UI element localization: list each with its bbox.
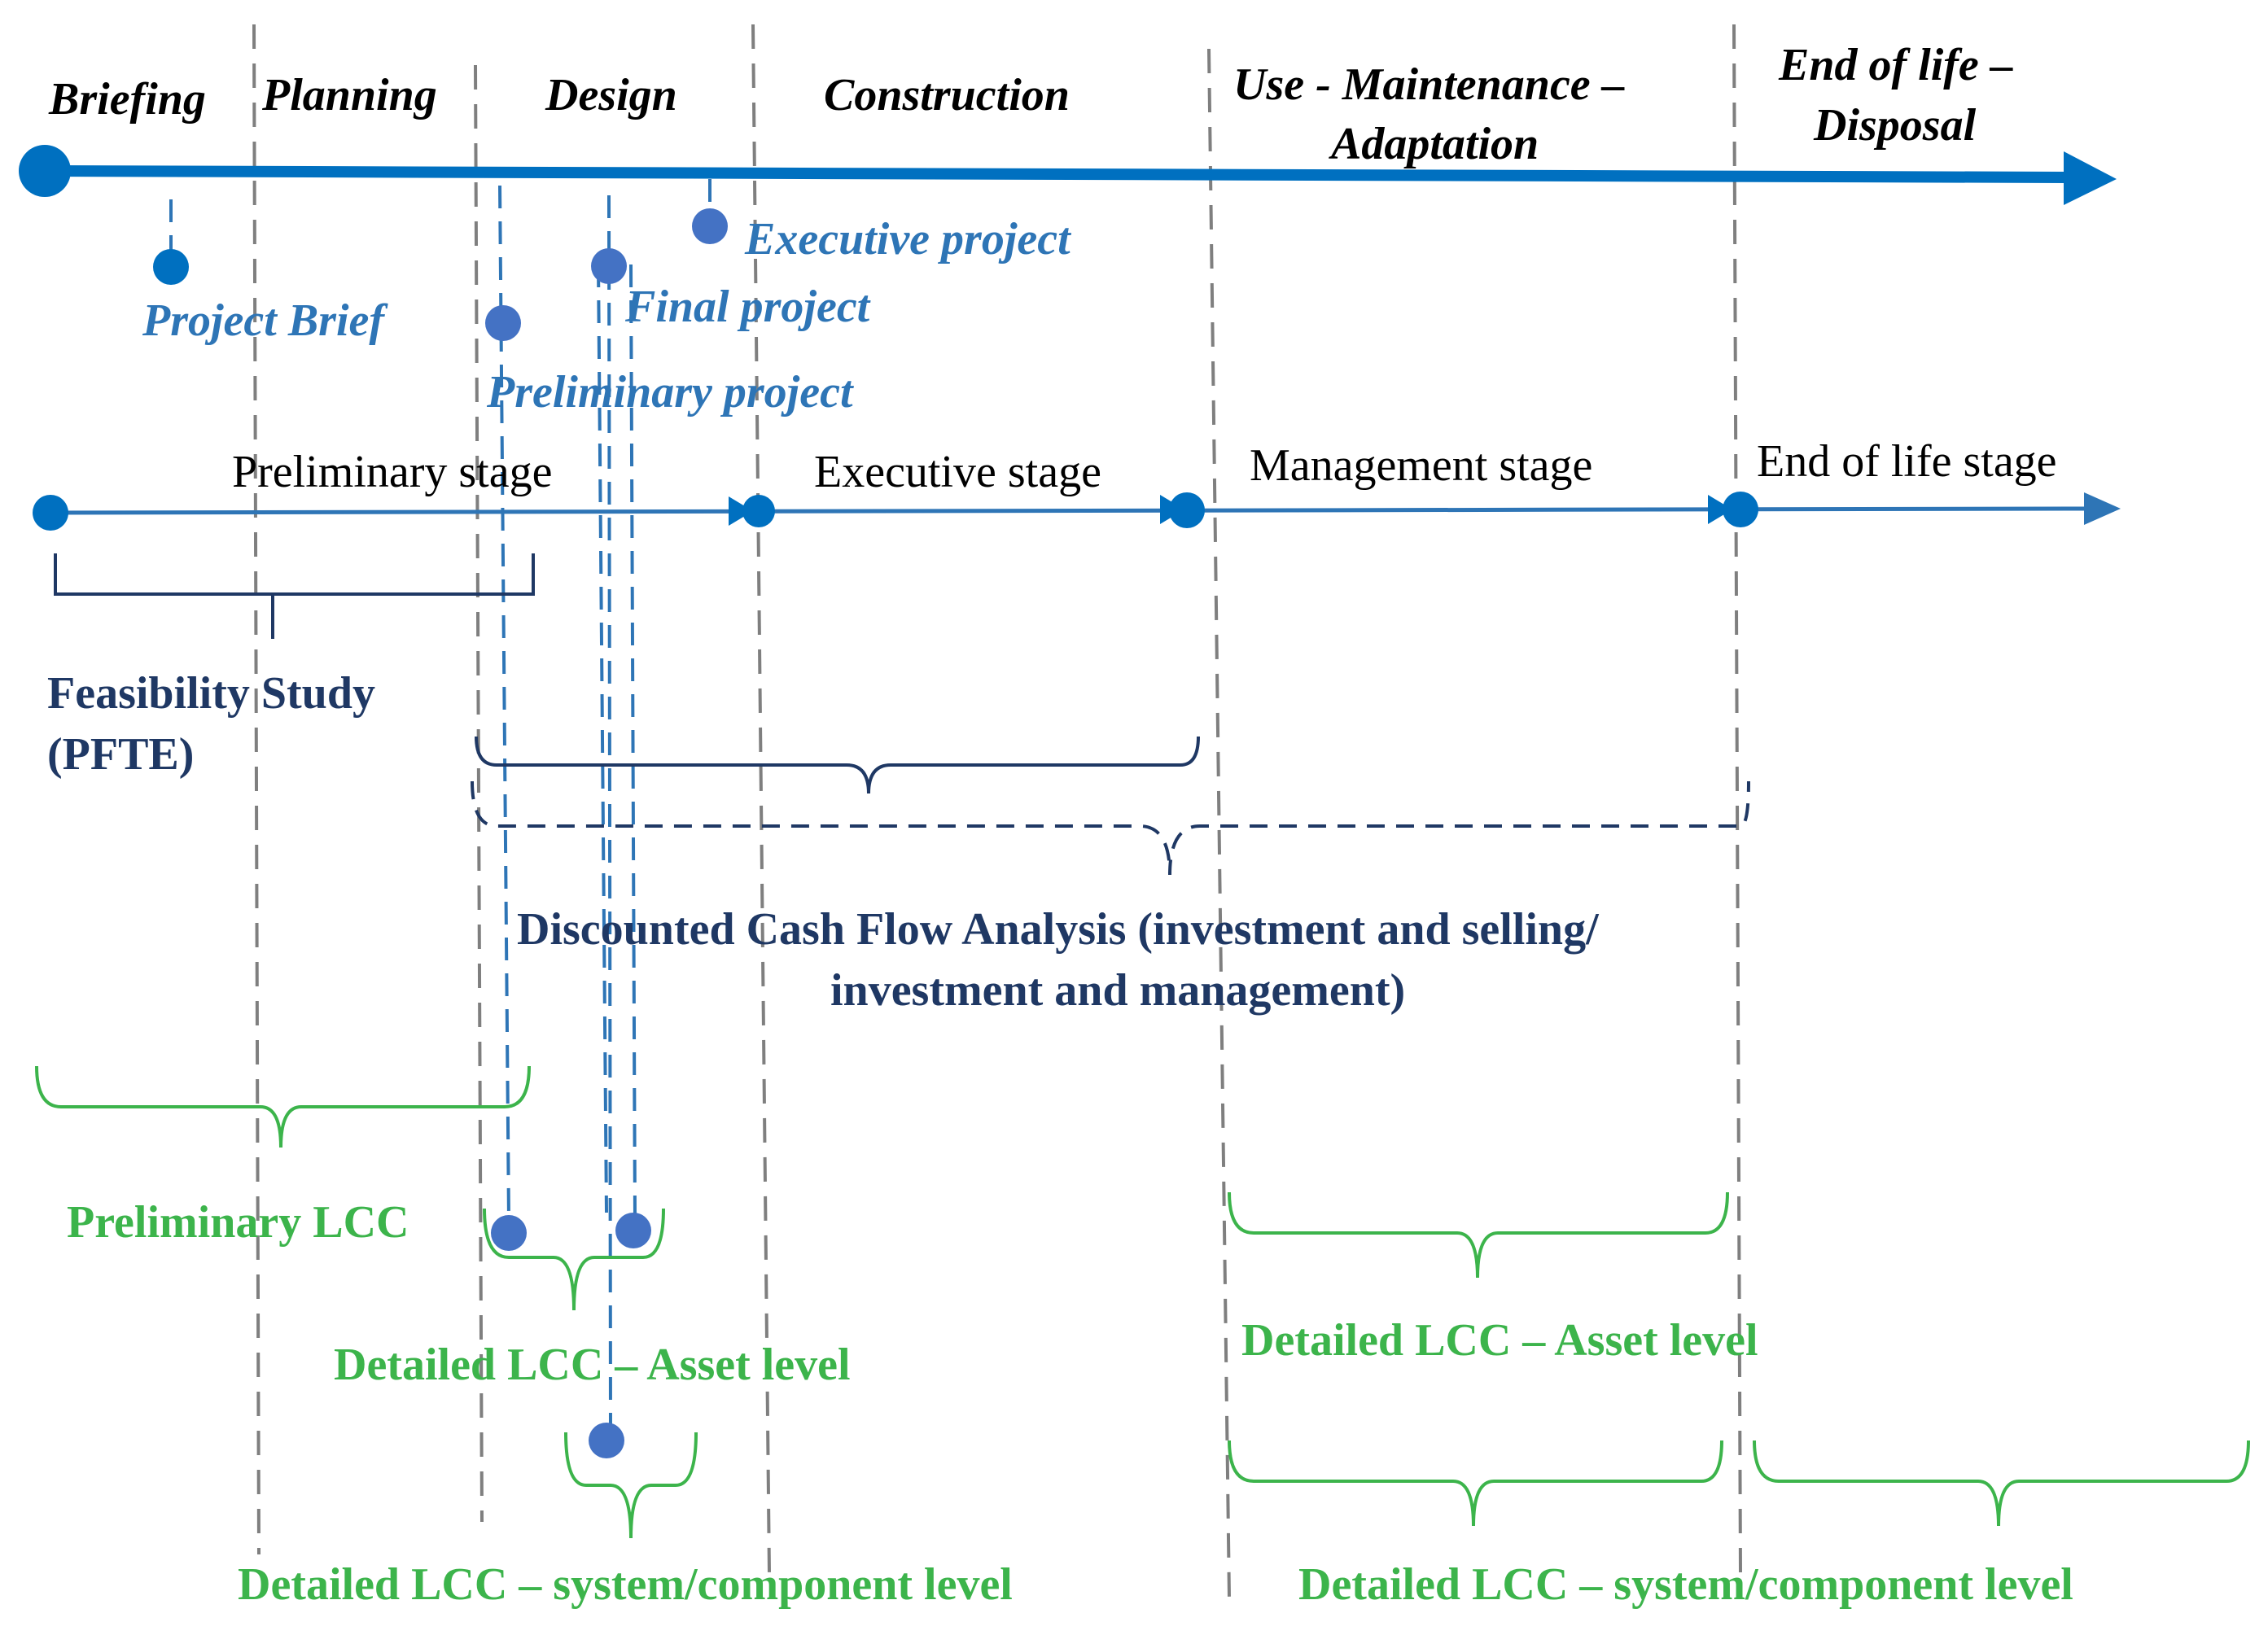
label-asset-use: Detailed LCC – Asset level [1241,1315,1758,1366]
dot-final-project [591,248,627,284]
connector-final-b [629,264,637,1222]
dcf-bracket-short [475,736,1200,794]
phase-design: Design [545,70,677,120]
label-executive-stage: Executive stage [814,447,1101,497]
stage-arrow-3 [1708,495,1732,524]
stage-dot-end-of-life [1723,492,1758,527]
bracket-asset-use [1228,1191,1729,1279]
phase-use-line2: Adaptation [1329,119,1539,169]
divider-construction-use [1207,48,1231,1600]
phase-dividers [252,24,1742,1600]
feasibility-label: Feasibility Study (PFTE) [47,668,375,780]
dcf-brackets [471,736,1750,876]
connector-final-a [597,264,608,1213]
milestone-connectors [169,179,711,1441]
stage-timeline [33,492,2121,531]
divider-design-construction [751,24,771,1576]
phase-eol-line1: End of life – [1778,40,2013,90]
dot-preliminary-project [485,305,521,341]
label-feasibility-line1: Feasibility Study [47,668,375,719]
dot-executive-project [692,208,728,244]
dcf-label: Discounted Cash Flow Analysis (investmen… [517,904,1600,1016]
bracket-system-design [564,1432,698,1539]
phase-eol-line2: Disposal [1813,100,1977,151]
connector-preliminary-b [607,195,612,1441]
label-end-of-life-stage: End of life stage [1757,436,2057,487]
label-final-project: Final project [624,282,871,332]
bracket-system-use [1228,1440,1723,1527]
label-executive-project: Executive project [744,214,1071,264]
connector-preliminary-a [498,185,510,1222]
stage-dot-executive [742,495,775,527]
bracket-asset-design [483,1208,665,1311]
bracket-preliminary-lcc [35,1065,531,1148]
stage-labels: Preliminary stage Executive stage Manage… [232,436,2057,497]
milestone-labels: Project Brief Preliminary project Final … [142,214,1071,417]
feasibility-bracket-line [54,553,535,596]
dot-lcc-asset-a [491,1215,527,1251]
phase-use-line1: Use - Maintenance – [1233,59,1625,110]
phase-briefing: Briefing [48,74,206,125]
dcf-bracket-long [471,780,1750,876]
main-axis-start-dot [19,145,71,197]
lcc-labels: Preliminary LCC Detailed LCC – Asset lev… [67,1197,2073,1610]
phase-planning: Planning [261,70,437,120]
label-preliminary-stage: Preliminary stage [232,447,552,497]
stage-axis-line [48,506,2085,515]
feasibility-bracket [54,553,535,639]
label-asset-design: Detailed LCC – Asset level [334,1340,851,1390]
dot-lcc-system [589,1423,624,1458]
label-preliminary-lcc: Preliminary LCC [67,1197,409,1248]
main-axis-line [44,165,2077,183]
label-project-brief: Project Brief [142,295,388,346]
main-axis-arrowhead [2064,151,2117,205]
label-system-design: Detailed LCC – system/component level [238,1559,1013,1610]
dot-project-brief [153,249,189,285]
stage-axis-arrowhead [2084,492,2121,525]
label-dcf-line1: Discounted Cash Flow Analysis (investmen… [517,904,1600,955]
milestone-dots [153,208,728,341]
main-timeline [19,145,2117,205]
phase-construction: Construction [824,70,1070,120]
label-preliminary-project: Preliminary project [486,367,854,417]
dot-lcc-asset-b [615,1213,651,1248]
divider-planning-design [474,64,484,1523]
label-dcf-line2: investment and management) [830,965,1405,1016]
lcc-brackets [35,1065,2250,1539]
divider-briefing-planning [252,24,261,1555]
label-management-stage: Management stage [1250,440,1592,491]
label-feasibility-line2: (PFTE) [47,729,194,780]
label-system-use: Detailed LCC – system/component level [1298,1559,2073,1610]
bracket-system-eol [1753,1440,2250,1527]
lcc-dots [491,1213,651,1458]
stage-dot-management [1169,492,1205,528]
stage-arrow-1 [729,496,753,526]
divider-use-eol [1732,24,1742,1576]
stage-start-dot [33,495,68,531]
phase-labels: Briefing Planning Design Construction Us… [48,40,2013,169]
